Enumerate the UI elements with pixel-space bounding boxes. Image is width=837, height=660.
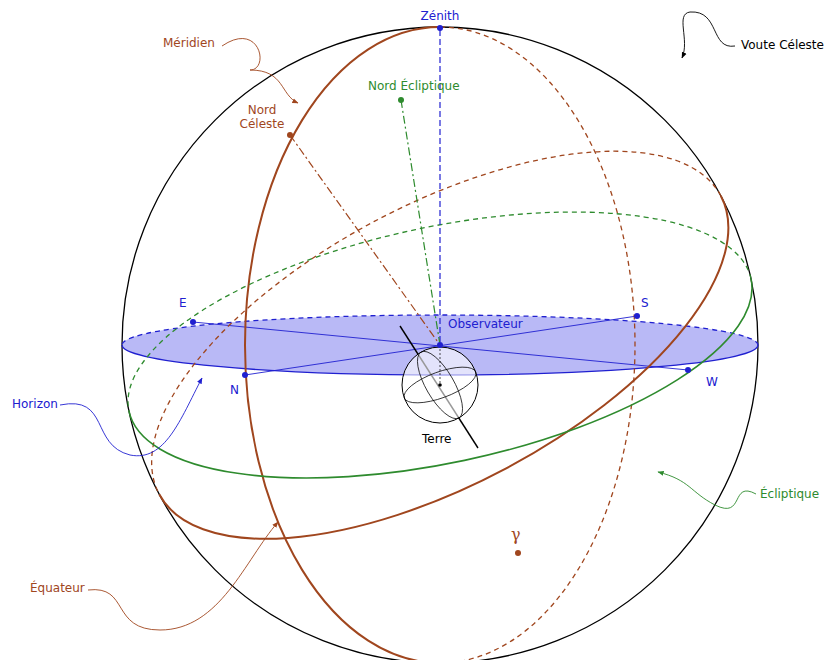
- earth-label: Terre: [422, 433, 451, 447]
- equator-front: [159, 196, 786, 618]
- points: [190, 25, 691, 556]
- vault-circle: [122, 27, 758, 660]
- ecliptic-label: Écliptique: [760, 488, 819, 502]
- equator-label: Équateur: [30, 582, 85, 596]
- meridian-back: [440, 27, 635, 660]
- equator-back: [94, 72, 721, 494]
- horizon-label: Horizon: [12, 398, 58, 412]
- meridian-label: Méridien: [163, 37, 215, 51]
- observer-label: Observateur: [448, 318, 523, 332]
- zenith-label: Zénith: [421, 10, 460, 24]
- ecliptic-front: [129, 279, 776, 527]
- point-label: N: [230, 384, 239, 398]
- horizon-leader: [60, 378, 202, 456]
- earth-globe: [400, 326, 480, 448]
- equator-leader: [88, 522, 278, 630]
- zenith-axis: [439, 30, 440, 345]
- point-label: S: [641, 297, 649, 311]
- ecliptic-leader: [658, 472, 756, 508]
- celestial-pole-axis: [290, 135, 440, 345]
- vernal-point-label: γ: [511, 526, 521, 544]
- vault-label: Voute Céleste: [741, 39, 824, 53]
- ecliptic-pole-axis: [401, 100, 440, 345]
- point-label: W: [706, 376, 718, 390]
- meridian-leader: [222, 39, 298, 103]
- point-label: E: [179, 297, 187, 311]
- vault-leader: [682, 12, 735, 58]
- celestial-pole-label: Nord Céleste: [237, 104, 287, 132]
- ecliptic-pole-label: Nord Écliptique: [368, 80, 460, 94]
